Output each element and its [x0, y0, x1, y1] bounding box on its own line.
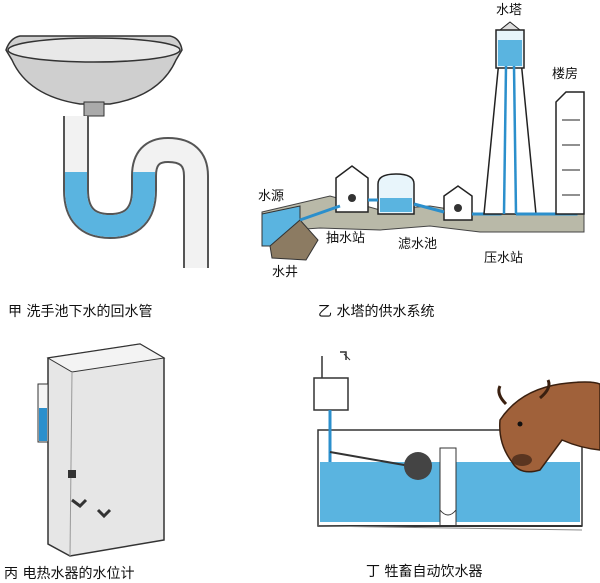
panel-water-heater — [37, 343, 166, 557]
caption-a: 甲 洗手池下水的回水管 — [8, 304, 152, 320]
label-water-source: 水源 — [258, 189, 284, 204]
heater-body — [47, 343, 165, 557]
label-building: 楼房 — [552, 66, 578, 82]
supply-pipe — [299, 198, 502, 222]
pressure-station-house — [443, 185, 473, 221]
cow — [497, 379, 600, 473]
float-ball — [404, 452, 432, 480]
water-tower — [483, 21, 537, 215]
label-filter-tank: 滤水池 — [398, 237, 437, 252]
label-well: 水井 — [272, 265, 298, 280]
float-lever — [329, 451, 411, 467]
inlet-pipe — [313, 356, 349, 411]
label-pumping-station: 抽水站 — [326, 231, 365, 246]
caption-c: 丙 电热水器的水位计 — [4, 566, 134, 582]
panel-livestock-drinker — [313, 351, 600, 531]
gauge-water — [39, 408, 47, 441]
panel-sink-trap — [5, 35, 209, 268]
sink-rim — [7, 37, 181, 63]
panel-water-tower — [261, 21, 585, 261]
label-pressure-station: 压水站 — [484, 251, 523, 266]
sink-drain — [83, 101, 105, 117]
caption-d: 丁 牲畜自动饮水器 — [366, 564, 482, 580]
caption-b: 乙 水塔的供水系统 — [318, 304, 434, 320]
well — [269, 219, 319, 261]
label-water-tower: 水塔 — [496, 3, 522, 18]
pumping-station-house — [335, 165, 369, 213]
filter-tank — [377, 173, 415, 215]
trap-water — [65, 172, 155, 238]
building — [555, 91, 585, 215]
